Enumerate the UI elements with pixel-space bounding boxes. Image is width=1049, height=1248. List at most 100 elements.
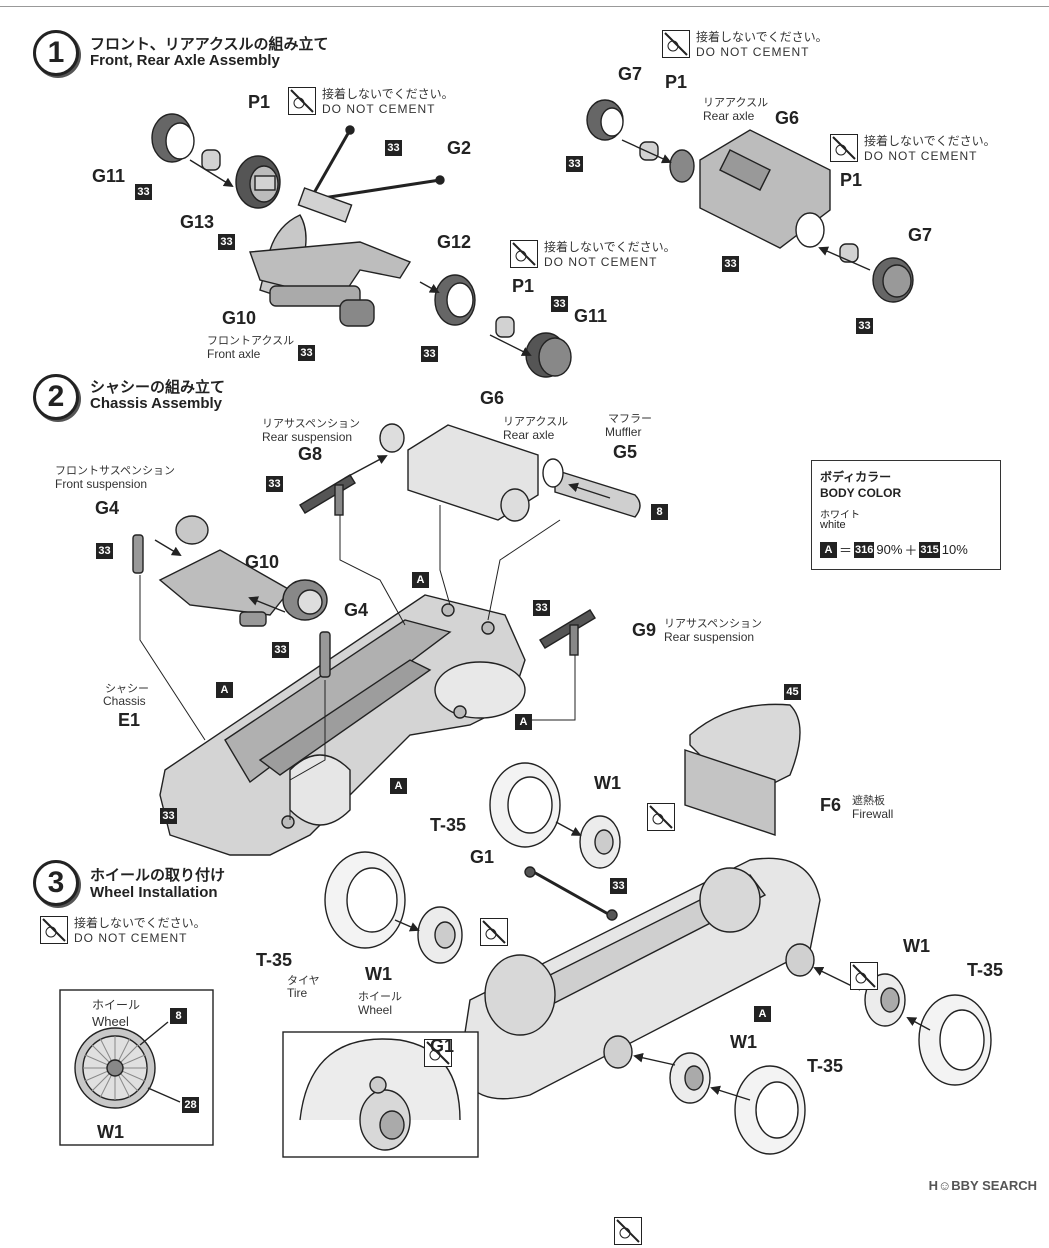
no-glue-icon <box>510 240 538 268</box>
part-label-e1: E1 <box>118 710 141 730</box>
do-not-cement-en: DO NOT CEMENT <box>864 149 978 163</box>
color-code: 33 <box>533 600 550 616</box>
part-label-g13: G13 <box>180 212 215 232</box>
body-color-marker: A <box>412 572 429 588</box>
muffler-label-en: Muffler <box>605 425 642 439</box>
part-label-w1: W1 <box>730 1032 757 1052</box>
do-not-cement-jp: 接着しないでください。 <box>696 30 828 44</box>
wheels-group <box>417 815 906 1104</box>
firewall-part <box>689 703 801 796</box>
color-code: 33 <box>610 878 627 894</box>
do-not-cement-en: DO NOT CEMENT <box>74 931 188 945</box>
part-label-p1: P1 <box>665 72 688 92</box>
part-label-w1: W1 <box>97 1122 124 1142</box>
part-label-t35: T-35 <box>807 1056 844 1076</box>
do-not-cement-note: 接着しないでください。DO NOT CEMENT <box>40 916 206 946</box>
do-not-cement-jp: 接着しないでください。 <box>322 87 454 101</box>
rear-suspension-label-en: Rear suspension <box>262 430 353 444</box>
color-code: 33 <box>272 642 289 658</box>
color-code: 8 <box>651 504 668 520</box>
rear-suspension-label-jp: リアサスペンション <box>664 617 763 630</box>
step-1-title-jp: フロント、リアアクスルの組み立て <box>90 35 329 53</box>
step-3-number: 3 <box>33 860 79 906</box>
part-label-g5: G5 <box>613 442 638 462</box>
part-label-p1: P1 <box>248 92 271 112</box>
color-code: 33 <box>218 234 235 250</box>
part-label-p1: P1 <box>840 170 863 190</box>
color-code: 33 <box>566 156 583 172</box>
color-code: 28 <box>182 1097 199 1113</box>
formula-code-315: 315 <box>919 541 940 558</box>
tire-label-en: Tire <box>287 986 308 1000</box>
part-label-g10: G10 <box>222 308 257 328</box>
step-1-number: 1 <box>33 30 79 76</box>
do-not-cement-jp: 接着しないでください。 <box>74 916 206 930</box>
no-glue-icon <box>424 1039 452 1067</box>
step-1-title-en: Front, Rear Axle Assembly <box>90 52 280 69</box>
wheel-callout-label-jp: ホイール <box>92 998 141 1012</box>
part-label-t35: T-35 <box>967 960 1004 980</box>
rear-axle-label-jp: リアアクスル <box>703 96 769 109</box>
do-not-cement-jp: 接着しないでください。 <box>864 134 996 148</box>
color-code: 33 <box>135 184 152 200</box>
no-glue-icon <box>830 134 858 162</box>
body-color-marker: A <box>754 1006 771 1022</box>
rear-axle-label-jp: リアアクスル <box>503 415 569 428</box>
color-code: 33 <box>421 346 438 362</box>
watermark: H☺BBY SEARCH <box>928 1178 1037 1193</box>
color-code: 33 <box>385 140 402 156</box>
tire-label-jp: タイヤ <box>287 974 320 987</box>
body-color-box: ボディカラー BODY COLOR ホワイト white A ＝ 316 90%… <box>811 460 1001 570</box>
part-label-g7: G7 <box>618 64 643 84</box>
wheel-chassis-group <box>459 857 821 1100</box>
step-3-title-en: Wheel Installation <box>90 884 218 901</box>
body-color-title-en: BODY COLOR <box>820 486 902 500</box>
do-not-cement-note: 接着しないでください。DO NOT CEMENT <box>662 30 828 60</box>
part-label-g6: G6 <box>480 388 505 408</box>
color-code: 33 <box>856 318 873 334</box>
wheel-callout-label-en: Wheel <box>92 1014 129 1029</box>
part-label-w1: W1 <box>594 773 621 793</box>
no-glue-icon <box>662 30 690 58</box>
rear-axle-label-en: Rear axle <box>703 109 755 123</box>
part-label-g12: G12 <box>437 232 472 252</box>
part-label-g9: G9 <box>632 620 657 640</box>
no-glue-icon <box>647 803 675 831</box>
color-code: 33 <box>96 543 113 559</box>
firewall-label-jp: 遮熱板 <box>852 794 885 807</box>
no-glue-icon <box>614 1217 642 1245</box>
step-2-title-en: Chassis Assembly <box>90 395 223 412</box>
part-label-t35: T-35 <box>256 950 293 970</box>
formula-code-316: 316 <box>854 541 875 558</box>
wheel-callout <box>59 989 214 1146</box>
do-not-cement-note: 接着しないでください。DO NOT CEMENT <box>830 134 996 164</box>
rear-suspension-label-en: Rear suspension <box>664 630 755 644</box>
color-name-en: white <box>820 519 846 531</box>
front-axle-label-en: Front axle <box>207 347 261 361</box>
step-2-number: 2 <box>33 374 79 420</box>
g1-detail-inset <box>282 1031 479 1158</box>
do-not-cement-en: DO NOT CEMENT <box>544 255 658 269</box>
part-label-g7: G7 <box>908 225 933 245</box>
front-suspension-label-en: Front suspension <box>55 477 148 491</box>
part-label-g10: G10 <box>245 552 280 572</box>
body-color-title-jp: ボディカラー <box>820 470 892 484</box>
top-border <box>0 6 1049 7</box>
body-color-marker: A <box>216 682 233 698</box>
part-label-g11: G11 <box>92 166 126 186</box>
do-not-cement-note: 接着しないでください。DO NOT CEMENT <box>510 240 676 270</box>
part-label-t35: T-35 <box>430 815 467 835</box>
tires-group <box>324 762 992 1155</box>
part-label-p1: P1 <box>512 276 535 296</box>
do-not-cement-en: DO NOT CEMENT <box>322 102 436 116</box>
front-suspension-label-jp: フロントサスペンション <box>55 464 176 477</box>
color-code: 33 <box>298 345 315 361</box>
chassis-label-en: Chassis <box>103 694 146 708</box>
do-not-cement-jp: 接着しないでください。 <box>544 240 676 254</box>
part-label-g4: G4 <box>344 600 369 620</box>
color-code: 45 <box>784 684 801 700</box>
rear-axle-label-en: Rear axle <box>503 428 555 442</box>
formula-plus: ＋ <box>904 543 918 558</box>
rear-suspension-label-jp: リアサスペンション <box>262 417 361 430</box>
color-code: 33 <box>551 296 568 312</box>
